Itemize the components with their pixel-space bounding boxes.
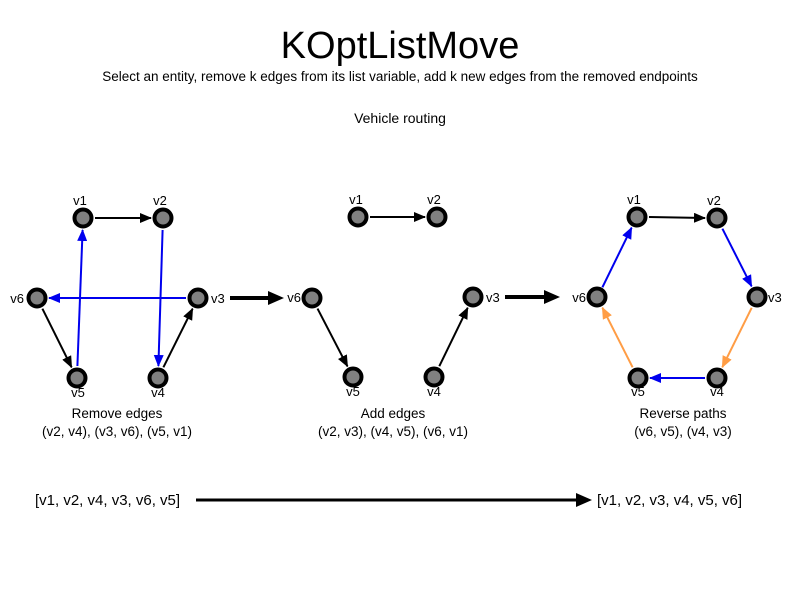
node-v5 xyxy=(342,366,364,388)
node-v2 xyxy=(152,207,174,229)
node-label-v5: v5 xyxy=(71,385,85,400)
node-v6 xyxy=(301,287,323,309)
caption-detail: (v2, v4), (v3, v6), (v5, v1) xyxy=(41,424,193,439)
edge-v6-v1 xyxy=(601,226,633,288)
node-v5 xyxy=(627,367,649,389)
graph-remove-edges: v1 v2 v6 v3 v5 v4 xyxy=(10,193,224,400)
node-v4 xyxy=(147,367,169,389)
node-v1 xyxy=(72,207,94,229)
node-label-v1: v1 xyxy=(73,193,87,208)
node-label-v3: v3 xyxy=(486,290,500,305)
node-v3 xyxy=(746,286,768,308)
node-label-v4: v4 xyxy=(710,384,724,399)
list-before: [v1, v2, v4, v3, v6, v5] xyxy=(35,492,181,509)
caption-title: Reverse paths xyxy=(639,406,727,421)
list-after: [v1, v2, v3, v4, v5, v6] xyxy=(597,492,743,509)
node-v4 xyxy=(423,366,445,388)
caption-reverse-paths: Reverse paths (v6, v5), (v4, v3) xyxy=(533,405,800,441)
caption-title: Add edges xyxy=(360,406,426,421)
edge-v3-v4-reversed xyxy=(721,307,753,369)
edge-v4-v3 xyxy=(162,307,194,368)
node-v2 xyxy=(426,206,448,228)
edge-v6-v5 xyxy=(316,308,349,368)
node-v6 xyxy=(586,286,608,308)
caption-detail: (v6, v5), (v4, v3) xyxy=(634,424,732,439)
context-label: Vehicle routing xyxy=(354,110,446,126)
page-subtitle: Select an entity, remove k edges from it… xyxy=(102,69,698,84)
node-v3 xyxy=(462,286,484,308)
node-label-v5: v5 xyxy=(346,384,360,399)
node-label-v2: v2 xyxy=(153,193,167,208)
graph-reverse-paths: v1 v2 v6 v3 v5 v4 xyxy=(572,192,781,399)
node-label-v4: v4 xyxy=(151,385,165,400)
edge-v2-v3 xyxy=(721,228,753,288)
edge-v1-v2 xyxy=(648,212,706,223)
node-label-v5: v5 xyxy=(631,384,645,399)
node-label-v6: v6 xyxy=(10,291,24,306)
caption-title: Remove edges xyxy=(71,406,163,421)
node-v4 xyxy=(706,367,728,389)
node-label-v2: v2 xyxy=(427,192,441,207)
node-v1 xyxy=(626,206,648,228)
node-v2 xyxy=(706,207,728,229)
caption-remove-edges: Remove edges (v2, v4), (v3, v6), (v5, v1… xyxy=(0,405,267,441)
edge-v6-v5 xyxy=(41,308,73,369)
node-label-v3: v3 xyxy=(768,290,782,305)
caption-add-edges: Add edges (v2, v3), (v4, v5), (v6, v1) xyxy=(243,405,543,441)
node-label-v6: v6 xyxy=(287,290,301,305)
node-v3 xyxy=(187,287,209,309)
node-label-v1: v1 xyxy=(349,192,363,207)
node-v5 xyxy=(66,367,88,389)
node-label-v6: v6 xyxy=(572,290,586,305)
node-label-v2: v2 xyxy=(707,193,721,208)
edge-v5-v6-reversed xyxy=(601,306,634,368)
node-label-v3: v3 xyxy=(211,291,225,306)
caption-detail: (v2, v3), (v4, v5), (v6, v1) xyxy=(317,424,469,439)
node-v1 xyxy=(347,206,369,228)
graph-add-edges: v1 v2 v6 v3 v5 v4 xyxy=(287,192,499,399)
node-v6 xyxy=(26,287,48,309)
node-label-v1: v1 xyxy=(627,192,641,207)
node-label-v4: v4 xyxy=(427,384,441,399)
page-title: KOptListMove xyxy=(280,25,520,67)
edge-v4-v3 xyxy=(438,306,469,367)
edge-v5-v1-removed xyxy=(76,229,88,367)
